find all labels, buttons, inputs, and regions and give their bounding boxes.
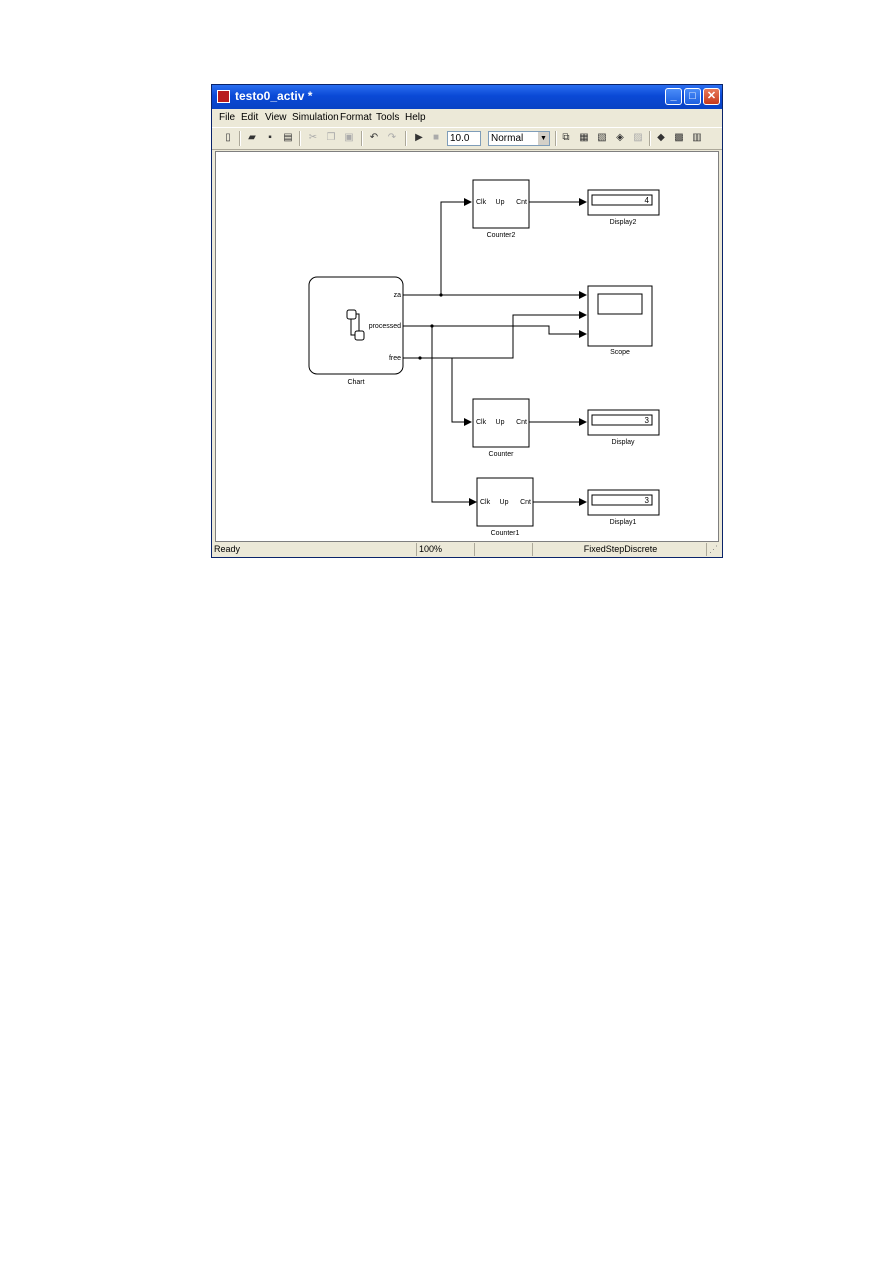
branch-points: [418, 293, 443, 360]
simulation-mode-value: Normal: [491, 133, 524, 144]
go-to-parent-icon[interactable]: ▨: [633, 132, 643, 143]
counter2-block[interactable]: Clk Up Cnt Counter2: [472, 179, 530, 239]
minimize-button[interactable]: _: [665, 88, 682, 105]
status-bar: Ready 100% FixedStepDiscrete ⋰: [212, 543, 722, 557]
chart-port-za: za: [394, 292, 402, 299]
status-state: Ready: [214, 544, 241, 554]
paste-icon[interactable]: ▣: [344, 132, 354, 143]
counter1-port-up: Up: [500, 499, 509, 506]
menu-edit[interactable]: Edit: [241, 112, 259, 123]
update-diagram-icon[interactable]: ▦: [579, 132, 589, 143]
stop-time-field[interactable]: 10.0: [447, 131, 481, 146]
redo-icon[interactable]: ↷: [387, 132, 397, 143]
stateflow-chart-icon: [346, 309, 365, 341]
chart-port-free: free: [389, 355, 401, 362]
build-icon[interactable]: ⧉: [562, 132, 570, 143]
window-title: testo0_activ *: [235, 89, 313, 103]
counter-port-cnt: Cnt: [516, 419, 527, 426]
counter-port-up: Up: [496, 419, 505, 426]
simulink-window: testo0_activ * _ □ ✕ File Edit View Simu…: [211, 84, 723, 558]
branch-point: [418, 356, 422, 360]
maximize-button[interactable]: □: [684, 88, 701, 105]
toolbar: ▯ ▰ ▪ ▤ ✂ ❐ ▣ ↶ ↷ ▶ ■ 10.0 Normal ▼ ⧉ ▦ …: [212, 127, 722, 150]
counter-port-clk: Clk: [476, 419, 487, 426]
branch-point: [430, 324, 434, 328]
display-value: 3: [645, 416, 650, 425]
signal-lines: [403, 198, 587, 506]
counter-block[interactable]: Clk Up Cnt Counter: [472, 398, 530, 458]
copy-icon[interactable]: ❐: [326, 132, 336, 143]
toolbar-separator: [649, 131, 651, 146]
cut-icon[interactable]: ✂: [308, 132, 318, 143]
counter1-block[interactable]: Clk Up Cnt Counter1: [476, 477, 534, 537]
display1-label: Display1: [610, 519, 637, 526]
chart-label: Chart: [347, 379, 364, 386]
model-browser-icon[interactable]: ▧: [597, 132, 607, 143]
menu-view[interactable]: View: [265, 112, 287, 123]
display1-value: 3: [645, 496, 650, 505]
new-model-icon[interactable]: ▯: [225, 132, 231, 143]
toolbar-separator: [239, 131, 241, 146]
toolbar-separator: [299, 131, 301, 146]
explorer-icon[interactable]: ▥: [692, 132, 702, 143]
simulation-mode-select[interactable]: Normal ▼: [488, 131, 550, 146]
signal-processed-to-scope[interactable]: [403, 325, 587, 338]
scope-label: Scope: [610, 349, 630, 356]
model-explorer-icon[interactable]: ◆: [657, 132, 665, 143]
counter1-port-clk: Clk: [480, 499, 491, 506]
toolbar-separator: [555, 131, 557, 146]
status-zoom: 100%: [416, 543, 474, 556]
stop-simulation-icon[interactable]: ■: [432, 132, 440, 143]
counter1-port-cnt: Cnt: [520, 499, 531, 506]
counter2-label: Counter2: [487, 232, 516, 239]
toolbar-separator: [361, 131, 363, 146]
counter-label: Counter: [489, 451, 515, 458]
display-label: Display: [612, 439, 635, 446]
counter2-port-cnt: Cnt: [516, 199, 527, 206]
close-button[interactable]: ✕: [703, 88, 720, 105]
menu-bar: File Edit View Simulation Format Tools H…: [212, 109, 722, 126]
counter1-label: Counter1: [491, 530, 520, 537]
scope-block[interactable]: Scope: [587, 285, 653, 356]
menu-help[interactable]: Help: [405, 112, 426, 123]
print-icon[interactable]: ▤: [283, 132, 293, 143]
chevron-down-icon[interactable]: ▼: [538, 132, 549, 145]
debugger-icon[interactable]: ▩: [674, 132, 684, 143]
simulink-app-icon[interactable]: [217, 90, 230, 103]
menu-format[interactable]: Format: [340, 112, 372, 123]
resize-grip-icon[interactable]: ⋰: [706, 543, 722, 556]
display2-label: Display2: [610, 219, 637, 226]
save-icon[interactable]: ▪: [268, 132, 272, 143]
signal-za-to-counter2[interactable]: [440, 198, 472, 295]
signal-processed-to-counter1[interactable]: [431, 326, 477, 506]
display2-block[interactable]: 4 Display2: [587, 189, 660, 226]
menu-tools[interactable]: Tools: [376, 112, 400, 123]
toolbar-separator: [405, 131, 407, 146]
library-browser-icon[interactable]: ◈: [616, 132, 624, 143]
undo-icon[interactable]: ↶: [369, 132, 379, 143]
signal-free-to-counter[interactable]: [451, 358, 472, 426]
status-empty: [474, 543, 532, 556]
title-bar[interactable]: testo0_activ * _ □ ✕: [212, 85, 722, 109]
menu-simulation[interactable]: Simulation: [292, 112, 339, 123]
chart-port-processed: processed: [369, 323, 401, 330]
chart-block[interactable]: za processed free Chart: [308, 276, 404, 386]
start-simulation-icon[interactable]: ▶: [415, 132, 423, 143]
display2-value: 4: [645, 196, 650, 205]
menu-file[interactable]: File: [219, 112, 236, 123]
display-block[interactable]: 3 Display: [587, 409, 660, 446]
branch-point: [439, 293, 443, 297]
open-folder-icon[interactable]: ▰: [248, 132, 256, 143]
status-solver: FixedStepDiscrete: [532, 543, 706, 556]
display1-block[interactable]: 3 Display1: [587, 489, 660, 526]
signal-free-to-scope[interactable]: [403, 311, 587, 359]
counter2-port-up: Up: [496, 199, 505, 206]
model-canvas[interactable]: za processed free Chart Clk Up Cnt Count…: [215, 151, 719, 542]
counter2-port-clk: Clk: [476, 199, 487, 206]
block-diagram: za processed free Chart Clk Up Cnt Count…: [308, 179, 660, 537]
